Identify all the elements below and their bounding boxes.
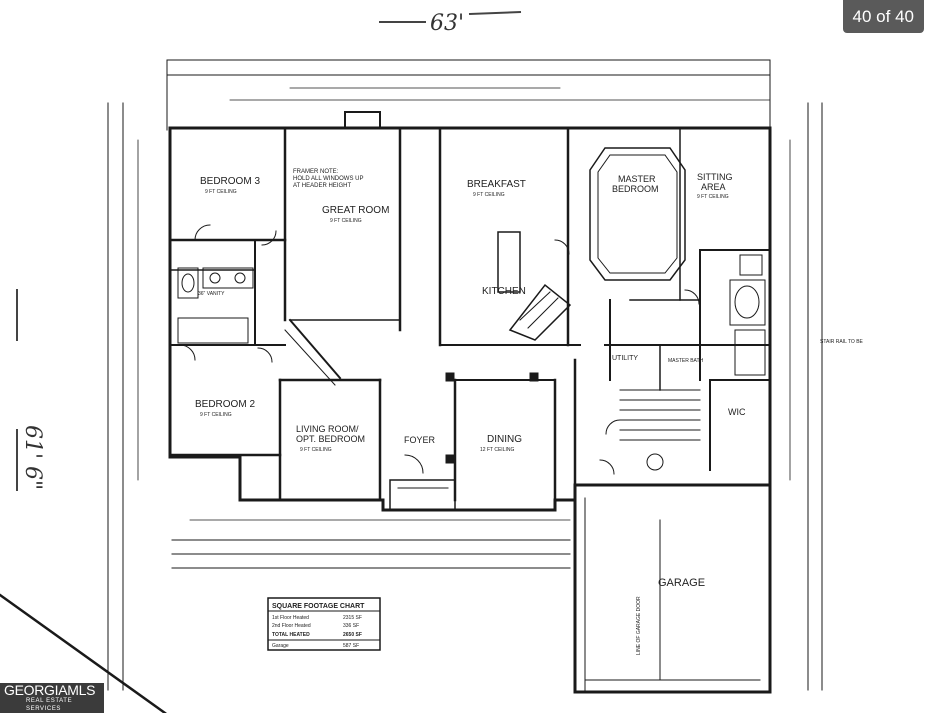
sqft-row-label: Garage — [272, 643, 289, 649]
logo-main-text: GEORGIAMLS — [4, 682, 96, 698]
framer-note-line-3: AT HEADER HEIGHT — [293, 183, 351, 189]
framer-note-line-2: HOLD ALL WINDOWS UP — [293, 176, 363, 182]
logo-sub-text: REAL ESTATE SERVICES — [26, 698, 73, 712]
overall-width-label: 63' — [430, 11, 464, 36]
room-great-room: GREAT ROOM — [322, 205, 389, 216]
room-living-room-2: OPT. BEDROOM — [296, 434, 365, 444]
room-wic: WIC — [728, 407, 746, 417]
room-sitting-area-2: AREA — [701, 182, 726, 192]
room-living-room-1: LIVING ROOM/ — [296, 424, 359, 434]
room-bedroom-3-ceiling: 9 FT CEILING — [205, 189, 237, 195]
label-vanity: 36" VANITY — [198, 291, 225, 297]
room-living-room-ceiling: 9 FT CEILING — [300, 447, 332, 453]
image-counter: 40 of 40 — [842, 0, 924, 33]
framer-note-line-1: FRAMER NOTE: — [293, 169, 339, 175]
overall-depth-label: 61' 6" — [20, 425, 45, 490]
room-bedroom-2: BEDROOM 2 — [195, 399, 255, 410]
room-kitchen: KITCHEN — [482, 286, 526, 297]
room-breakfast: BREAKFAST — [467, 179, 526, 190]
room-master-bedroom-2: BEDROOM — [612, 184, 659, 194]
note-stair-rail: STAIR RAIL TO BE — [820, 339, 864, 345]
room-garage: GARAGE — [658, 577, 705, 589]
room-dining: DINING — [487, 434, 522, 445]
sqft-row-label: TOTAL HEATED — [272, 632, 310, 638]
room-foyer: FOYER — [404, 435, 436, 445]
room-utility: UTILITY — [612, 355, 638, 362]
room-great-room-ceiling: 9 FT CEILING — [330, 218, 362, 224]
room-breakfast-ceiling: 9 FT CEILING — [473, 192, 505, 198]
sqft-row-value: 2315 SF — [343, 615, 362, 621]
room-bedroom-3: BEDROOM 3 — [200, 176, 260, 187]
room-master-bath: MASTER BATH — [668, 358, 704, 364]
room-sitting-area-1: SITTING — [697, 172, 733, 182]
room-master-bedroom-1: MASTER — [618, 174, 656, 184]
georgia-mls-logo: GEORGIAMLS REAL ESTATE SERVICES — [0, 683, 104, 713]
sqft-row-value: 336 SF — [343, 623, 359, 629]
room-dining-ceiling: 12 FT CEILING — [480, 447, 514, 453]
sqft-row-label: 1st Floor Heated — [272, 615, 309, 621]
sqft-row-label: 2nd Floor Heated — [272, 623, 311, 629]
sqft-chart-title: SQUARE FOOTAGE CHART — [272, 603, 365, 610]
room-bedroom-2-ceiling: 9 FT CEILING — [200, 412, 232, 418]
note-garage-door: LINE OF GARAGE DOOR — [636, 596, 642, 655]
sqft-row-value: 587 SF — [343, 643, 359, 649]
square-footage-chart: SQUARE FOOTAGE CHART 1st Floor Heated 23… — [272, 603, 365, 649]
room-sitting-area-ceiling: 9 FT CEILING — [697, 194, 729, 200]
sqft-row-value: 2650 SF — [343, 632, 362, 638]
